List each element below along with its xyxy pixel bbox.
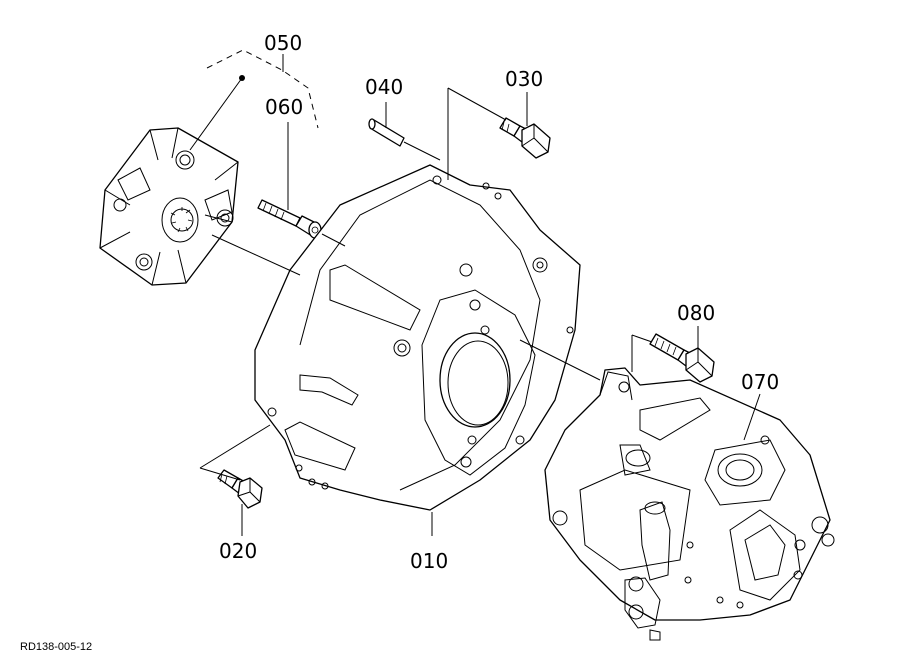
leader-070 <box>743 393 761 441</box>
callout-020: 020 <box>219 539 257 563</box>
flexible-coupling-part <box>99 127 239 286</box>
guide-line-040 <box>403 141 441 161</box>
callout-040: 040 <box>365 75 403 99</box>
hydraulic-pump-070-part <box>544 367 835 641</box>
leader-050-arrow <box>189 77 243 151</box>
callout-060: 060 <box>265 95 303 119</box>
flywheel-housing-010-part <box>254 164 581 511</box>
document-reference: RD138-005-12 <box>20 641 92 653</box>
bolt-080-part <box>649 333 715 383</box>
callout-080: 080 <box>677 301 715 325</box>
guide-line-030-b <box>447 87 507 121</box>
cap-screw-060-part <box>257 199 322 239</box>
guide-line-020 <box>199 424 271 469</box>
callout-010: 010 <box>410 549 448 573</box>
guide-line-coupling <box>211 234 301 276</box>
guide-line-pump <box>519 339 601 381</box>
bolt-030-part <box>499 117 551 159</box>
callout-030: 030 <box>505 67 543 91</box>
guide-line-060 <box>321 233 346 247</box>
guide-line-080-b <box>631 334 653 343</box>
callout-050: 050 <box>264 31 302 55</box>
coupling-group-bracket <box>206 49 319 129</box>
guide-line-020-b <box>199 467 241 481</box>
dowel-pin-040-part <box>368 118 405 147</box>
callout-070: 070 <box>741 370 779 394</box>
